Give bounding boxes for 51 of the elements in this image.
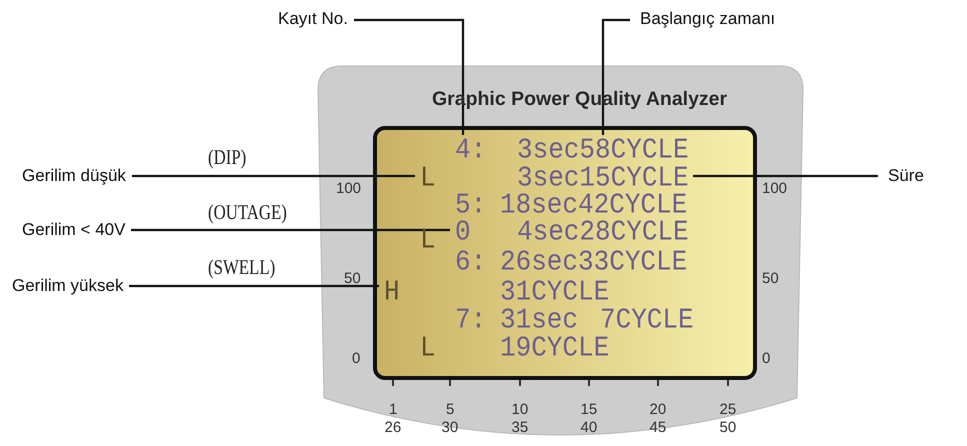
scale-number: 25 (720, 402, 736, 418)
callout-text: Gerilim düşük (22, 165, 126, 187)
leader-line (132, 174, 415, 178)
display-text: 7: (455, 306, 486, 334)
scale-number: 30 (442, 420, 458, 436)
scale-number: 20 (650, 402, 666, 418)
scale-number: 35 (512, 420, 528, 436)
display-text: 6: (455, 248, 486, 276)
display-text: H (384, 278, 400, 306)
leader-line (354, 18, 464, 135)
callout-text: Başlangıç zamanı (640, 8, 776, 30)
display-text: 7CYCLE (600, 306, 694, 334)
display-text: 5: (455, 190, 486, 220)
leader-line (693, 174, 878, 178)
display-text: L (420, 164, 436, 192)
callout-text: Kayıt No. (278, 8, 348, 30)
scale-number: 50 (762, 271, 779, 287)
scale-number: 100 (762, 181, 788, 197)
scale-number: 5 (446, 402, 454, 418)
edge-label: (OUTAGE) (208, 201, 287, 223)
leader-line (129, 284, 379, 288)
scale-number: 1 (389, 402, 398, 418)
edge-label: (DIP) (208, 146, 246, 168)
display-text: 26sec33CYCLE (500, 248, 688, 276)
scale-number: 26 (384, 420, 402, 436)
display-text: 3sec58CYCLE (517, 136, 689, 164)
scale-number: 10 (512, 402, 528, 418)
scale-number: 50 (720, 420, 736, 436)
scale-number: 0 (762, 351, 770, 367)
scale-number: 45 (650, 420, 666, 436)
scale-number: 40 (580, 420, 598, 436)
display-text: L (420, 226, 436, 254)
display-text: L (420, 334, 436, 362)
callout-text: Gerilim yüksek (12, 275, 124, 297)
display-text: 19CYCLE (500, 334, 610, 362)
scale-number: 0 (352, 351, 360, 367)
scale-number: 100 (336, 181, 362, 197)
scale-number: 50 (344, 271, 361, 287)
leader-line (602, 18, 630, 135)
leader-line (131, 228, 450, 232)
scale-number: 15 (580, 402, 598, 418)
callout-text: Gerilim < 40V (22, 219, 126, 241)
display-text: 31CYCLE (500, 278, 610, 306)
display-text: 31sec (500, 306, 578, 334)
display-text: 3sec15CYCLE (517, 164, 689, 192)
display-text: 4sec28CYCLE (517, 218, 689, 246)
callout-text: Süre (888, 165, 924, 187)
edge-label: (SWELL) (208, 256, 276, 278)
display-text: 18sec42CYCLE (500, 190, 688, 220)
display-text: 0 (455, 218, 471, 246)
display-text: 4: (455, 136, 486, 164)
